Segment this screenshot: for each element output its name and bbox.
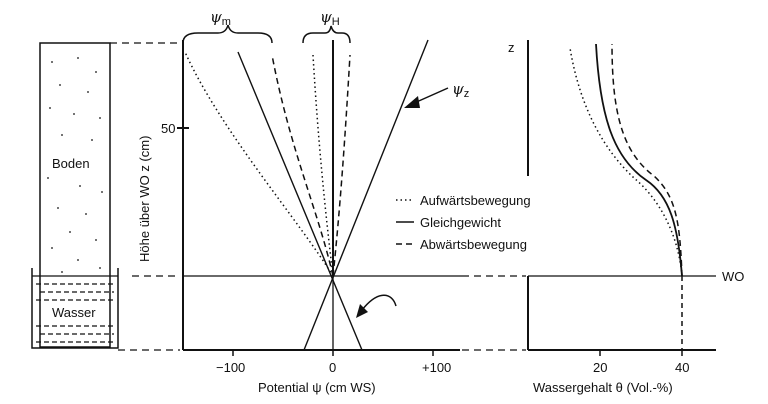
psi-h-up-curve xyxy=(312,54,334,277)
y-tick-50-label: 50 xyxy=(161,121,175,136)
psi-m-down-curve xyxy=(271,54,334,277)
water-label: Wasser xyxy=(52,305,96,320)
right-x-axis-label: Wassergehalt θ (Vol.-%) xyxy=(533,380,673,395)
soil-dots xyxy=(47,57,103,273)
water-container xyxy=(31,268,119,349)
psi-m-label: ψm xyxy=(210,8,231,28)
curved-arrowhead xyxy=(356,304,368,318)
x-tick-label-100: +100 xyxy=(422,360,451,375)
soil-column: Boden Wasser xyxy=(31,42,119,349)
theta-up-curve xyxy=(569,47,683,277)
curved-arrow xyxy=(361,294,397,311)
water-label-bg xyxy=(48,303,104,321)
legend-up-label: Aufwärtsbewegung xyxy=(420,193,531,208)
psi-m-up-curve xyxy=(184,51,334,277)
water-hatching xyxy=(36,283,114,343)
theta-down-curve xyxy=(611,43,683,277)
left-x-axis-label: Potential ψ (cm WS) xyxy=(258,380,376,395)
right-z-label: z xyxy=(508,40,515,55)
x-tick-label-0: 0 xyxy=(329,360,336,375)
x-tick-label--100: −100 xyxy=(216,360,245,375)
right-x-tick-label-40: 40 xyxy=(675,360,689,375)
psi-z-line-positive xyxy=(303,39,429,351)
psi-h-down-curve xyxy=(332,54,351,277)
legend-equilibrium-label: Gleichgewicht xyxy=(420,215,501,230)
psi-h-brace xyxy=(302,25,351,44)
psi-h-label: ψH xyxy=(320,8,340,28)
psi-z-arrowhead xyxy=(404,96,420,108)
water-content-panel: z WO 20 40 Wassergehalt θ (Vol.-%) xyxy=(508,40,744,395)
soil-label: Boden xyxy=(52,156,90,171)
left-y-axis-label: Höhe über WO z (cm) xyxy=(137,136,152,262)
wo-label: WO xyxy=(722,269,744,284)
psi-z-line-negative xyxy=(237,51,363,351)
right-x-tick-label-20: 20 xyxy=(593,360,607,375)
psi-z-label: ψz xyxy=(452,80,469,100)
connector-lines xyxy=(110,42,526,351)
legend-down-label: Abwärtsbewegung xyxy=(420,237,527,252)
psi-m-brace xyxy=(182,24,273,44)
theta-equilibrium-curve xyxy=(595,43,683,277)
soil-column-outline xyxy=(39,42,111,348)
potential-panel: 50 Höhe über WO z (cm) −100 0 +100 Poten… xyxy=(137,8,531,395)
legend: Aufwärtsbewegung Gleichgewicht Abwärtsbe… xyxy=(396,193,531,252)
